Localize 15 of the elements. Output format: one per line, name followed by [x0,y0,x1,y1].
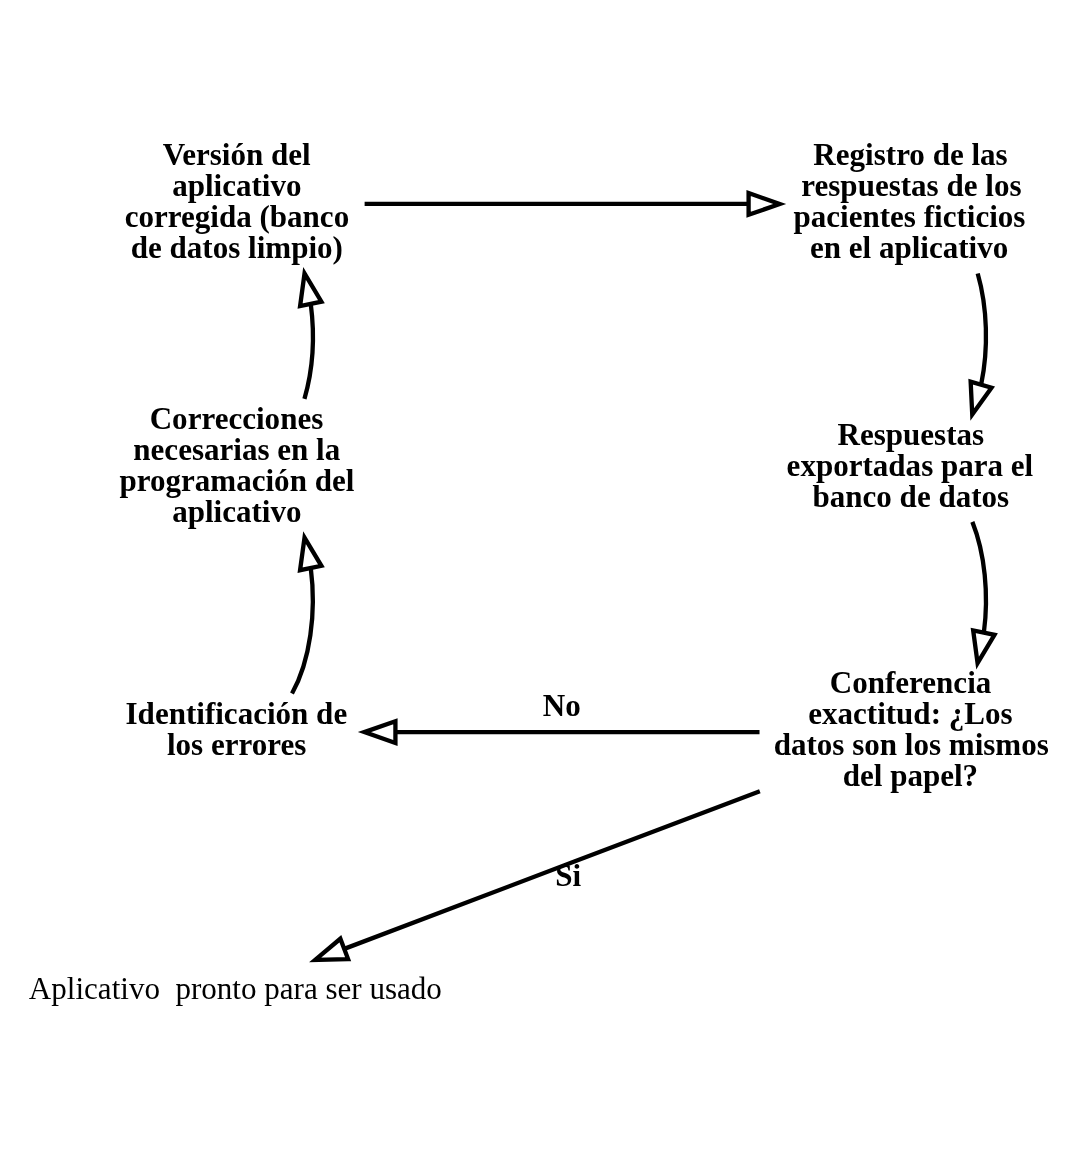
node-text: Correcciones necesarias en la programación del aplicativo [119,401,355,530]
arrow [357,718,760,747]
node-text: Registro de las respuestas de los pacientes ficticios en el aplicativo [793,136,1026,266]
arrow [290,531,325,695]
node-text: Identificación de los errores [125,696,348,763]
arrow [364,190,787,218]
arrow [968,272,996,421]
edge-label: No [542,687,581,723]
arrow [309,789,761,963]
arrow [297,267,325,400]
node-text: Versión del aplicativo corregida (banco de datos limpio) [124,136,350,266]
node-text: Respuestas exportadas para el banco de datos [786,416,1034,514]
arrow [970,521,998,670]
node-text: Aplicativo pronto para ser usado [28,970,442,1006]
node-text: Conferencia exactitud: ¿Los datos son los mismos del papel? [773,665,1049,794]
